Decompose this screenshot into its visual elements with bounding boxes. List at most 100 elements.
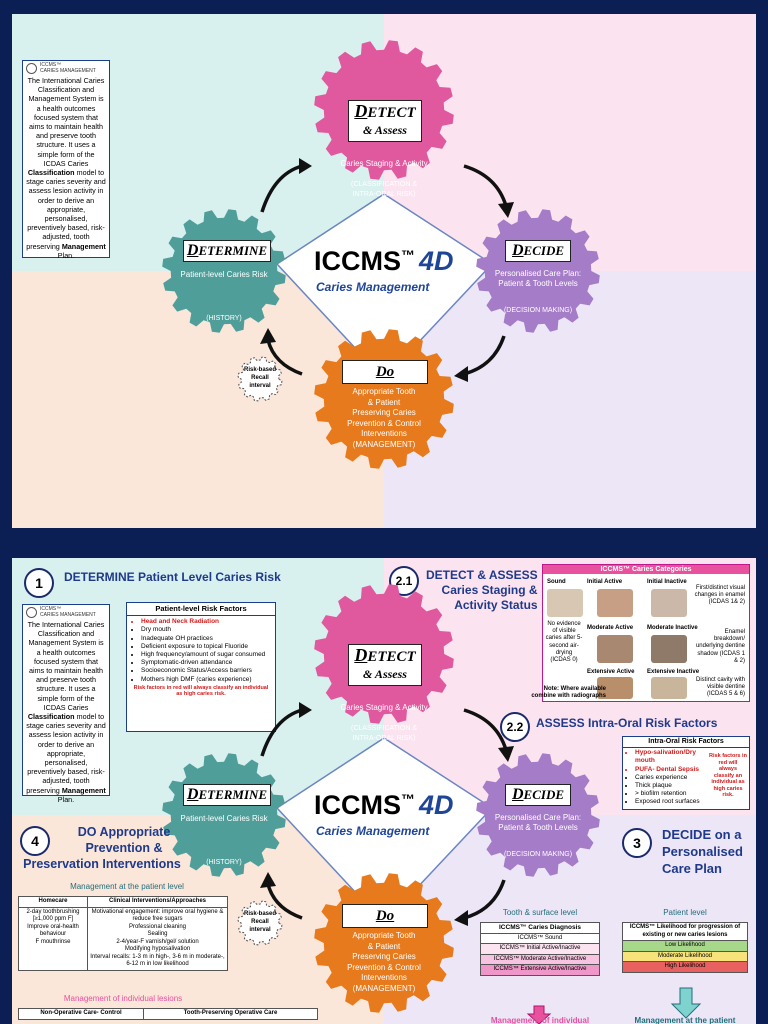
- arrow-determine-to-detect: [260, 708, 303, 757]
- moderate-inactive-tooth-image: [651, 635, 687, 663]
- arrow-head-icon: [454, 366, 468, 382]
- risk-factor-item: Deficient exposure to topical Fluoride: [141, 643, 275, 651]
- arrow-decide-to-do: [463, 335, 506, 376]
- arrow-head-icon: [260, 328, 276, 344]
- decide-label: DECIDE: [505, 784, 571, 806]
- arrow-do-to-determine: [266, 883, 303, 920]
- risk-factor-item: > biofilm retention: [635, 790, 713, 798]
- patient-management-title: Management at the patient level: [70, 882, 184, 891]
- determine-label: DETERMINE: [183, 784, 271, 806]
- arrow-determine-to-detect: [260, 164, 303, 213]
- decide-note: (DECISION MAKING): [503, 851, 573, 858]
- patient-risk-factors-box: Patient-level Risk Factors Head and Neck…: [126, 602, 276, 732]
- step-1-heading: DETERMINE Patient Level Caries Risk: [64, 570, 281, 584]
- arrow-head-icon: [454, 910, 468, 926]
- intraoral-risk-factors-box: Intra-Oral Risk Factors Hypo-salivation/…: [622, 736, 750, 810]
- arrow-head-icon: [299, 702, 312, 718]
- arrow-head-icon: [498, 746, 514, 762]
- initial-active-tooth-image: [597, 589, 633, 617]
- center-subtitle: Caries Management: [316, 280, 430, 294]
- risk-factor-item: Dry mouth: [141, 626, 275, 634]
- determine-note: (HISTORY): [206, 315, 242, 322]
- detect-description: Caries Staging & Activity: [340, 159, 428, 168]
- detail-panel: 1 DETERMINE Patient Level Caries Risk IC…: [12, 558, 756, 1024]
- intraoral-risk-factors-list: Hypo-salivation/Dry mouthPUFA- Dental Se…: [623, 749, 713, 806]
- step-3-badge: 3: [622, 828, 652, 858]
- risk-factor-item: Thick plaque: [635, 782, 713, 790]
- do-label: Do: [342, 360, 428, 384]
- risk-factor-item: Symptomatic-driven attendance: [141, 659, 275, 667]
- decide-description: Personalised Care Plan:Patient & Tooth L…: [494, 269, 582, 288]
- arrow-head-icon: [260, 872, 276, 888]
- patient-level-title: Patient level: [663, 908, 707, 917]
- risk-factor-item: Hypo-salivation/Dry mouth: [635, 749, 713, 765]
- sound-tooth-image: [547, 589, 583, 617]
- patient-level-footer: Management at the patient: [634, 1016, 736, 1024]
- extensive-active-tooth-image: [597, 677, 633, 699]
- arrow-do-to-determine: [266, 339, 303, 376]
- step-2-2-heading: ASSESS Intra-Oral Risk Factors: [536, 716, 718, 730]
- risk-factor-item: PUFA- Dental Sepsis: [635, 766, 713, 774]
- iccms-logo-icon: [26, 63, 37, 74]
- arrow-detect-to-decide: [463, 164, 508, 207]
- tooth-level-down-arrow-icon: [526, 1005, 552, 1024]
- step-4-badge: 4: [20, 826, 50, 856]
- risk-factor-item: Caries experience: [635, 774, 713, 782]
- arrow-detect-to-decide: [463, 708, 508, 751]
- risk-factor-item: Exposed root surfaces: [635, 798, 713, 806]
- arrow-head-icon: [498, 202, 514, 218]
- determine-label: DETERMINE: [183, 240, 271, 262]
- arrow-decide-to-do: [463, 879, 506, 920]
- detect-note: (CLASSIFICATION &INTRA-ORAL RISK): [351, 725, 417, 742]
- arrow-head-icon: [299, 158, 312, 174]
- tooth-level-title: Tooth & surface level: [502, 908, 578, 917]
- recall-gear: [237, 356, 283, 402]
- moderate-active-tooth-image: [597, 635, 633, 663]
- patient-level-down-arrow-icon: [670, 987, 702, 1019]
- detect-description: Caries Staging & Activity: [340, 703, 428, 712]
- detect-label: DETECT & Assess: [348, 644, 422, 686]
- risk-factor-item: High frequency/amount of sugar consumed: [141, 651, 275, 659]
- patient-risk-factors-list: Head and Neck RadiationDry mouthInadequa…: [127, 618, 275, 684]
- recall-gear-shape: [237, 356, 283, 402]
- risk-factor-item: Inadequate OH practices: [141, 635, 275, 643]
- caries-categories-box: ICCMS™ Caries Categories Sound Initial A…: [542, 564, 750, 702]
- initial-inactive-tooth-image: [651, 589, 687, 617]
- determine-description: Patient-level Caries Risk: [180, 270, 268, 279]
- risk-factor-item: Socioeconomic Status/Access barriers: [141, 667, 275, 675]
- caries-diagnosis-table: ICCMS™ Caries Diagnosis ICCMS™ Sound ICC…: [480, 922, 600, 976]
- progression-likelihood-table: ICCMS™ Likelihood for progression of exi…: [622, 922, 748, 973]
- decide-label: DECIDE: [505, 240, 571, 262]
- step-2-1-badge: 2.1: [389, 566, 419, 596]
- risk-factor-item: Mothers high DMF (caries experience): [141, 676, 275, 684]
- recall-gear-shape: [237, 900, 283, 946]
- tooth-level-footer: Management of individual: [490, 1016, 590, 1024]
- decide-description: Personalised Care Plan:Patient & Tooth L…: [494, 813, 582, 832]
- determine-note: (HISTORY): [206, 859, 242, 866]
- step-2-2-badge: 2.2: [500, 712, 530, 742]
- step-1-badge: 1: [24, 568, 54, 598]
- do-label: Do: [342, 904, 428, 928]
- lesion-management-title: Management of individual lesions: [63, 994, 183, 1003]
- risk-factor-item: Head and Neck Radiation: [141, 618, 275, 626]
- center-subtitle: Caries Management: [316, 824, 430, 838]
- recall-gear: [237, 900, 283, 946]
- detect-note: (CLASSIFICATION &INTRA-ORAL RISK): [351, 181, 417, 198]
